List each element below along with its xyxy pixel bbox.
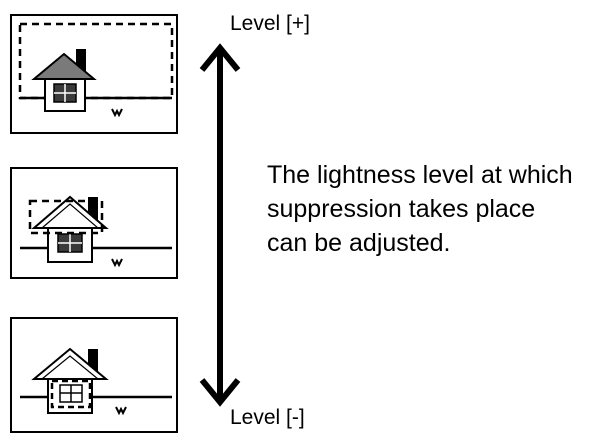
caption-line-3: can be adjusted. [267,229,451,257]
grass-icon [115,406,127,416]
level-minus-label: Level [-] [230,406,305,429]
chimney [76,49,86,71]
caption-line-1: The lightness level at which [267,161,573,189]
panel-level-high [10,14,178,134]
grass-icon [111,258,123,268]
caption-text: The lightness level at which suppression… [267,158,602,260]
suppression-region-window [50,379,92,409]
arrowhead-up [199,43,241,72]
suppression-region-roof [28,199,104,235]
house-scene-high [18,22,174,118]
chimney [88,197,98,221]
arrowhead-down [199,378,241,407]
caption-line-2: suppression takes place [267,195,536,223]
panel-level-low [10,317,178,433]
house-scene-low [20,347,172,416]
double-arrow-icon [199,43,241,407]
suppression-region-large [18,22,174,100]
chimney [88,349,98,371]
house-scene-mid [20,195,172,268]
level-plus-label: Level [+] [230,12,310,35]
panel-level-mid [10,167,178,279]
grass-icon [111,108,123,118]
